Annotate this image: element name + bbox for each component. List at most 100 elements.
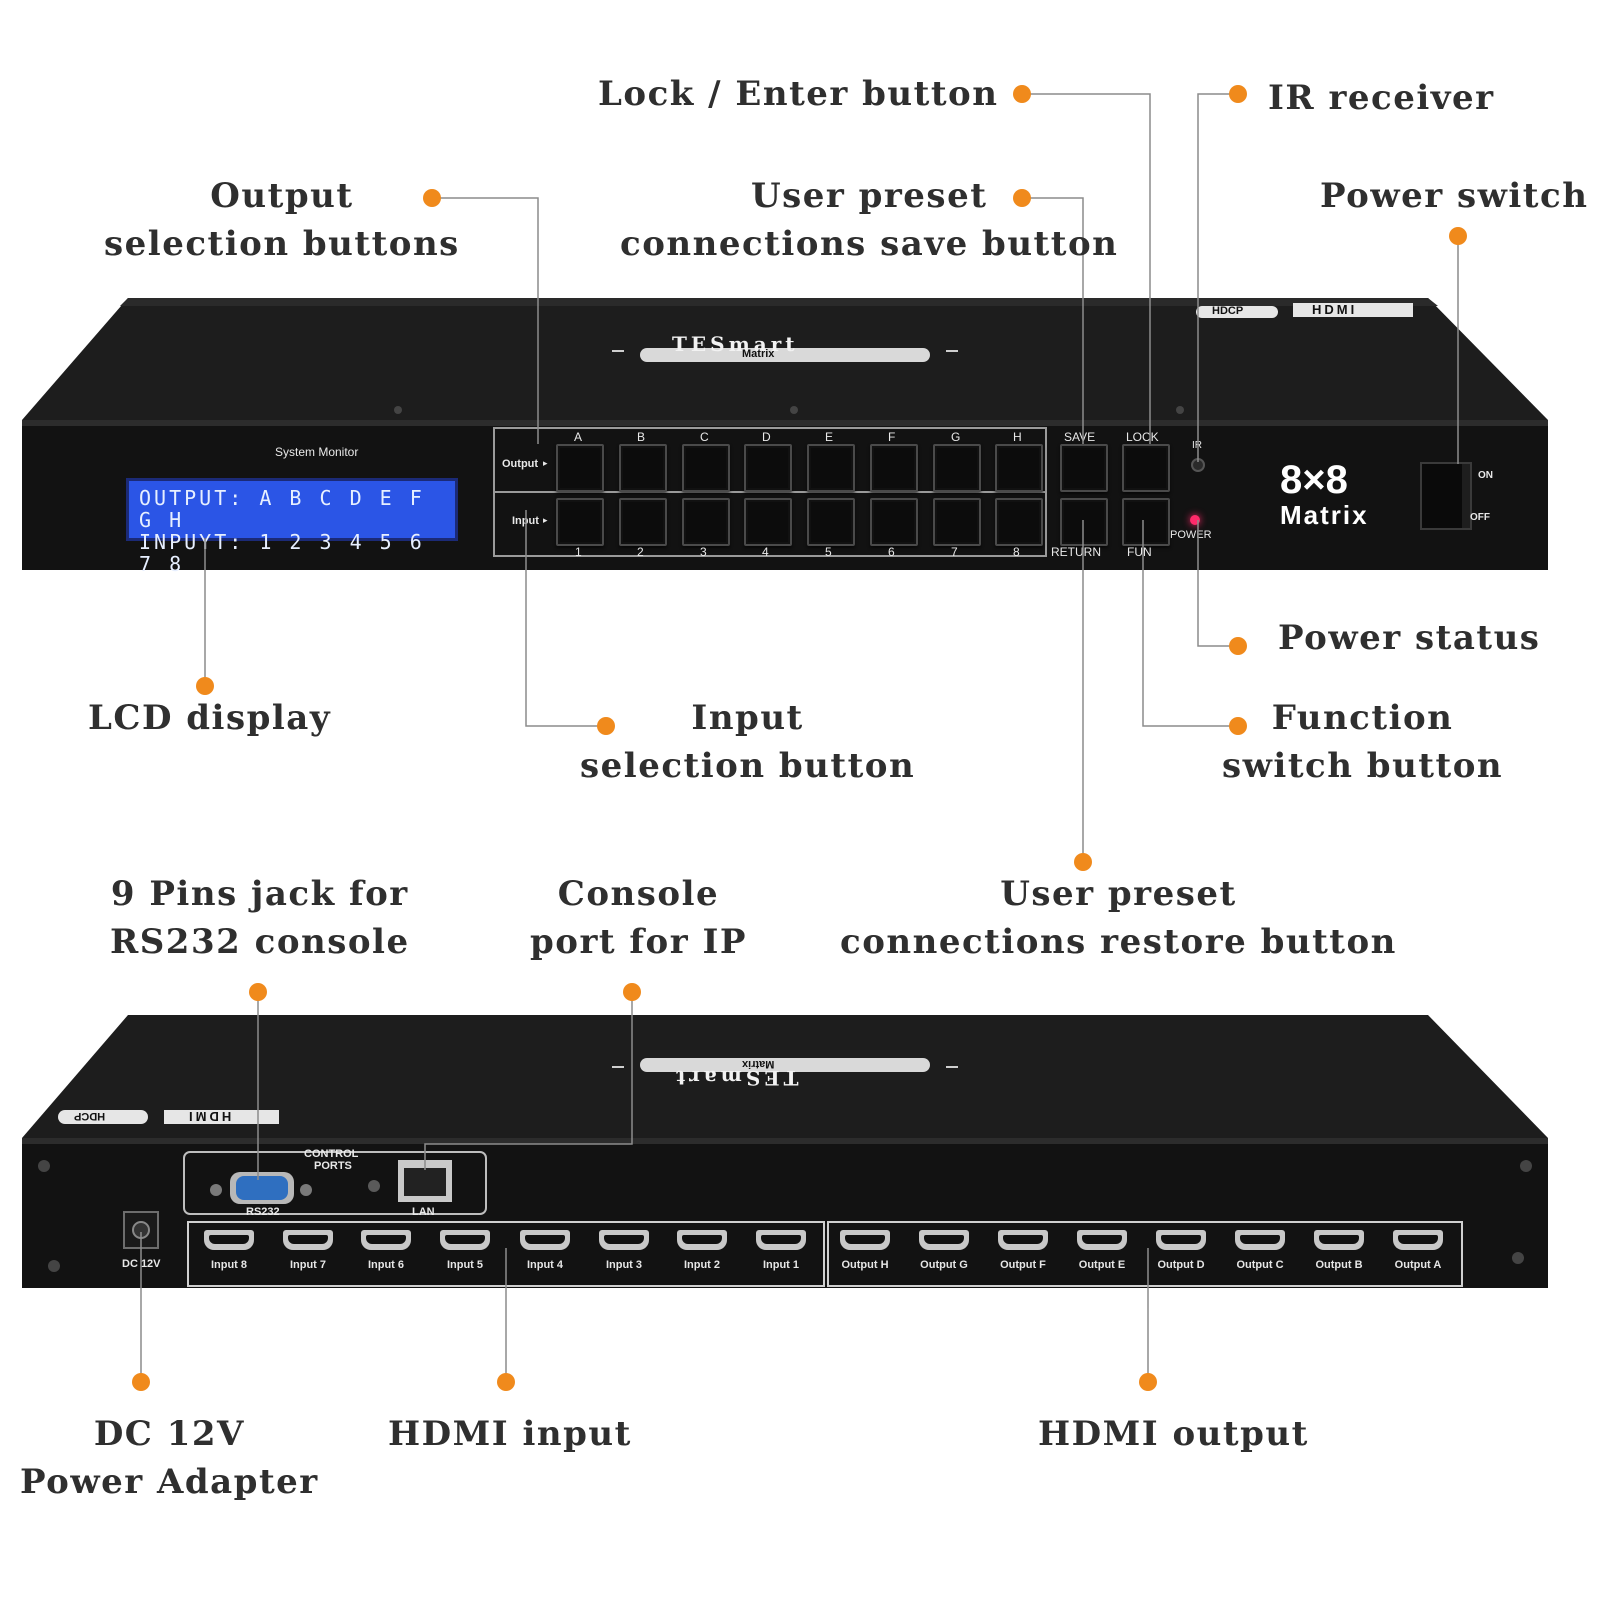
lock-button[interactable] [1122, 444, 1170, 492]
output-button-g[interactable] [933, 444, 981, 492]
input-button-2[interactable] [619, 498, 667, 546]
input-number-8: 8 [1013, 545, 1020, 559]
callout-dot-output-selection [423, 189, 441, 207]
callout-function-switch: Function switch button [1222, 694, 1503, 790]
system-monitor-label: System Monitor [275, 445, 359, 459]
control-ports-label-2: PORTS [314, 1160, 352, 1172]
output-letter-d: D [762, 430, 771, 444]
callout-power-switch: Power switch [1320, 176, 1589, 216]
leader-function [1142, 520, 1238, 727]
power-led-label: POWER [1170, 529, 1212, 541]
output-row-arrow: ▸ [543, 458, 548, 468]
hdmi-output-label-c: Output C [1236, 1259, 1284, 1271]
hdmi-output-label-d: Output D [1157, 1259, 1205, 1271]
callout-dot-power-switch [1449, 227, 1467, 245]
hdmi-input-label-3: Input 3 [605, 1259, 643, 1271]
rs232-label: RS232 [246, 1206, 280, 1218]
hdmi-output-port-c[interactable] [1235, 1230, 1285, 1250]
lan-label: LAN [412, 1206, 435, 1218]
power-rocker-switch[interactable] [1420, 462, 1472, 530]
callout-output-selection: Output selection buttons [104, 172, 460, 268]
hdmi-input-label-5: Input 5 [446, 1259, 484, 1271]
hdmi-input-port-6[interactable] [361, 1230, 411, 1250]
callout-dot-input-selection [597, 717, 615, 735]
control-ports-label-1: CONTROL [304, 1148, 359, 1160]
hdmi-input-port-4[interactable] [520, 1230, 570, 1250]
input-button-5[interactable] [807, 498, 855, 546]
output-button-f[interactable] [870, 444, 918, 492]
hdmi-output-port-b[interactable] [1314, 1230, 1364, 1250]
ir-label: IR [1192, 440, 1202, 451]
hdmi-output-port-d[interactable] [1156, 1230, 1206, 1250]
save-button[interactable] [1060, 444, 1108, 492]
input-button-3[interactable] [682, 498, 730, 546]
callout-dot-power-status [1229, 637, 1247, 655]
fun-label: FUN [1127, 545, 1152, 559]
callout-user-restore: User preset connections restore button [840, 870, 1397, 966]
hdmi-input-port-2[interactable] [677, 1230, 727, 1250]
callout-dot-lan [623, 983, 641, 1001]
return-button[interactable] [1060, 498, 1108, 546]
hdmi-input-port-8[interactable] [204, 1230, 254, 1250]
output-letter-g: G [951, 430, 961, 444]
output-button-h[interactable] [995, 444, 1043, 492]
hdcp-logo-front: HDCP [1212, 305, 1244, 317]
hdmi-input-port-7[interactable] [283, 1230, 333, 1250]
callout-user-save: User preset connections save button [620, 172, 1118, 268]
input-button-4[interactable] [744, 498, 792, 546]
input-number-3: 3 [700, 545, 707, 559]
input-button-6[interactable] [870, 498, 918, 546]
callout-user-restore-line2: connections restore button [840, 922, 1397, 962]
output-letter-c: C [700, 430, 709, 444]
output-button-d[interactable] [744, 444, 792, 492]
hdmi-input-label-8: Input 8 [210, 1259, 248, 1271]
input-row-arrow: ▸ [543, 515, 548, 525]
hdmi-output-port-g[interactable] [919, 1230, 969, 1250]
output-button-a[interactable] [556, 444, 604, 492]
output-letter-e: E [825, 430, 834, 444]
callout-dot-lcd [196, 677, 214, 695]
leader-input-selection [525, 510, 606, 727]
callout-dot-hdmi-output [1139, 1373, 1157, 1391]
hdmi-output-port-f[interactable] [998, 1230, 1048, 1250]
callout-console-port-line1: Console [557, 874, 720, 914]
input-number-5: 5 [825, 545, 832, 559]
input-button-8[interactable] [995, 498, 1043, 546]
return-label: RETURN [1051, 545, 1101, 559]
callout-dot-lock-enter [1013, 85, 1031, 103]
input-button-7[interactable] [933, 498, 981, 546]
switch-on-label: ON [1478, 470, 1493, 481]
hdmi-output-label-h: Output H [841, 1259, 889, 1271]
leader-output-selection [432, 197, 539, 444]
save-label: SAVE [1064, 430, 1096, 444]
output-button-c[interactable] [682, 444, 730, 492]
fun-button[interactable] [1122, 498, 1170, 546]
hdmi-output-port-e[interactable] [1077, 1230, 1127, 1250]
hdmi-input-port-1[interactable] [756, 1230, 806, 1250]
callout-input-selection: Input selection button [580, 694, 915, 790]
callout-user-save-line1: User preset [750, 176, 988, 216]
callout-output-selection-line2: selection buttons [104, 224, 460, 264]
input-number-7: 7 [951, 545, 958, 559]
switch-off-label: OFF [1470, 512, 1490, 523]
lcd-line-input: INPUYT: 1 2 3 4 5 6 7 8 [139, 530, 425, 576]
output-button-b[interactable] [619, 444, 667, 492]
leader-lock-enter [1022, 93, 1151, 444]
hdmi-output-label-e: Output E [1078, 1259, 1126, 1271]
hdmi-input-port-5[interactable] [440, 1230, 490, 1250]
hdmi-output-port-a[interactable] [1393, 1230, 1443, 1250]
hdmi-input-label-4: Input 4 [526, 1259, 564, 1271]
output-letter-f: F [888, 430, 896, 444]
hdmi-input-port-3[interactable] [599, 1230, 649, 1250]
callout-rs232-line2: RS232 console [110, 922, 410, 962]
lcd-screen: OUTPUT: A B C D E F G H INPUYT: 1 2 3 4 … [126, 478, 458, 575]
callout-dot-function [1229, 717, 1247, 735]
hdmi-output-port-h[interactable] [840, 1230, 890, 1250]
output-letter-a: A [574, 430, 583, 444]
brand-logo-front: TESmart [672, 332, 799, 356]
input-button-1[interactable] [556, 498, 604, 546]
callout-rs232: 9 Pins jack for RS232 console [110, 870, 410, 966]
output-button-e[interactable] [807, 444, 855, 492]
leader-power-status [1197, 520, 1238, 647]
leader-lan [424, 992, 633, 1170]
